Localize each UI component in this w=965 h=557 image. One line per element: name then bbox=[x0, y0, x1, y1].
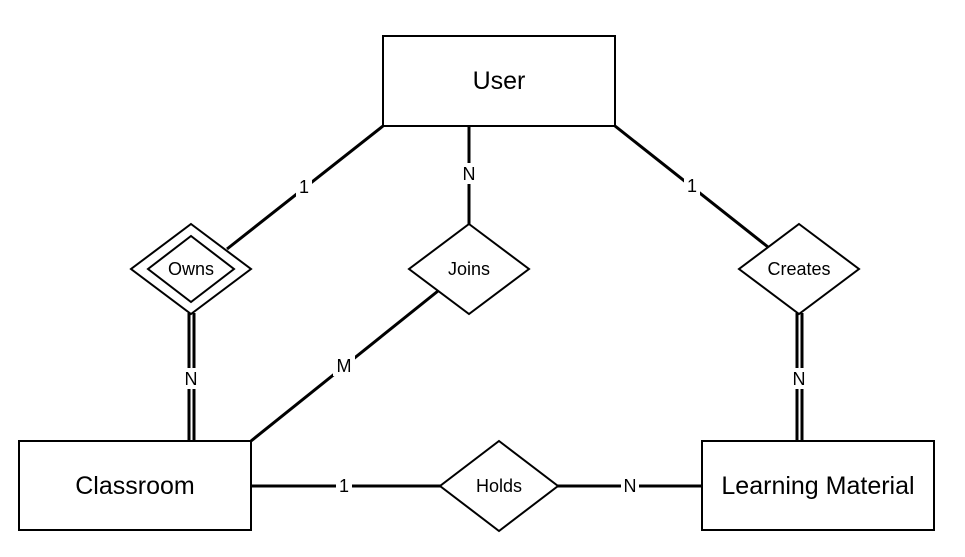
entity-user-label: User bbox=[473, 67, 526, 95]
relationship-creates: Creates bbox=[737, 222, 861, 316]
entity-learning-material: Learning Material bbox=[701, 440, 935, 531]
relationship-joins: Joins bbox=[407, 222, 531, 316]
cardinality-holds-material: N bbox=[624, 476, 637, 496]
cardinality-creates-material: N bbox=[793, 369, 806, 389]
cardinality-user-joins: N bbox=[463, 164, 476, 184]
relationship-owns-label: Owns bbox=[168, 259, 214, 279]
entity-classroom: Classroom bbox=[18, 440, 252, 531]
relationship-holds: Holds bbox=[438, 439, 560, 533]
entity-classroom-label: Classroom bbox=[75, 472, 194, 500]
entity-learning-material-label: Learning Material bbox=[721, 472, 914, 500]
cardinality-owns-classroom: N bbox=[185, 369, 198, 389]
cardinality-classroom-holds: 1 bbox=[339, 476, 349, 496]
relationship-owns: Owns bbox=[129, 222, 253, 316]
relationship-holds-label: Holds bbox=[476, 476, 522, 496]
entity-user: User bbox=[382, 35, 616, 127]
cardinality-user-owns: 1 bbox=[299, 177, 309, 197]
cardinality-user-creates: 1 bbox=[687, 176, 697, 196]
relationship-joins-label: Joins bbox=[448, 259, 490, 279]
cardinality-joins-classroom: M bbox=[337, 356, 352, 376]
relationship-creates-label: Creates bbox=[767, 259, 830, 279]
